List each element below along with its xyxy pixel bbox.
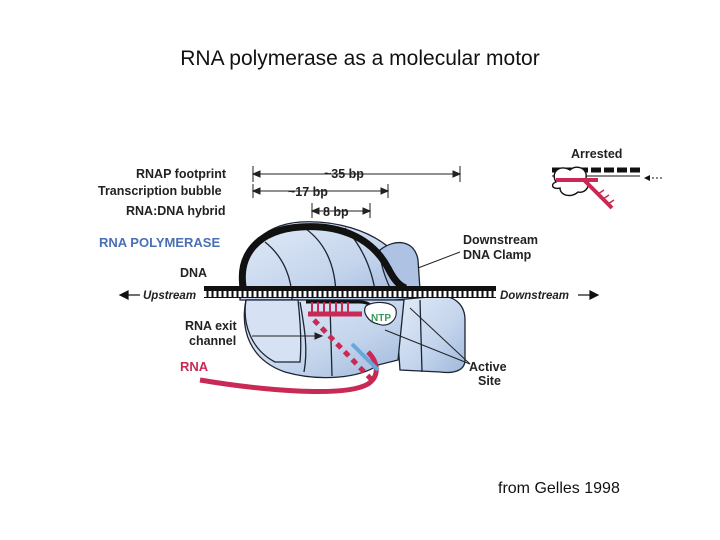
- transcription-bubble-label: Transcription bubble: [98, 184, 222, 198]
- active-site-label-line2: Site: [478, 374, 501, 388]
- upstream-label: Upstream: [143, 290, 196, 302]
- dna-label: DNA: [180, 266, 207, 280]
- bp17-label: ~17 bp: [288, 185, 328, 199]
- dna-duplex: [204, 286, 496, 298]
- active-site-pocket: [364, 301, 397, 326]
- rna-label: RNA: [180, 359, 209, 374]
- arrested-inset: [551, 166, 662, 210]
- rnap-footprint-label: RNAP footprint: [136, 167, 227, 181]
- ntp-label: NTP: [371, 313, 391, 324]
- bp35-label: ~35 bp: [324, 167, 364, 181]
- rnap-protein: [239, 221, 466, 379]
- rna-dna-hybrid-label: RNA:DNA hybrid: [126, 204, 226, 218]
- hybrid-ticks: [311, 302, 349, 312]
- rna-exit-label-line2: channel: [189, 334, 236, 348]
- rna-polymerase-label: RNA POLYMERASE: [99, 235, 220, 250]
- dimension-lines: [251, 166, 462, 218]
- downstream-clamp-label-line2: DNA Clamp: [463, 248, 532, 262]
- pointer-lines: [252, 251, 471, 365]
- downstream-label: Downstream: [500, 290, 569, 302]
- bp8-label: 8 bp: [323, 205, 349, 219]
- slide-title: RNA polymerase as a molecular motor: [180, 47, 540, 70]
- rna-exit-label-line1: RNA exit: [185, 319, 237, 333]
- rna-exit-highlight: [350, 342, 380, 372]
- citation: from Gelles 1998: [498, 480, 620, 497]
- direction-arrows: [118, 290, 600, 300]
- active-site-label-line1: Active: [469, 360, 507, 374]
- rna-exit-dashed: [312, 318, 374, 382]
- arrested-label: Arrested: [571, 147, 622, 161]
- downstream-clamp-label-line1: Downstream: [463, 233, 538, 247]
